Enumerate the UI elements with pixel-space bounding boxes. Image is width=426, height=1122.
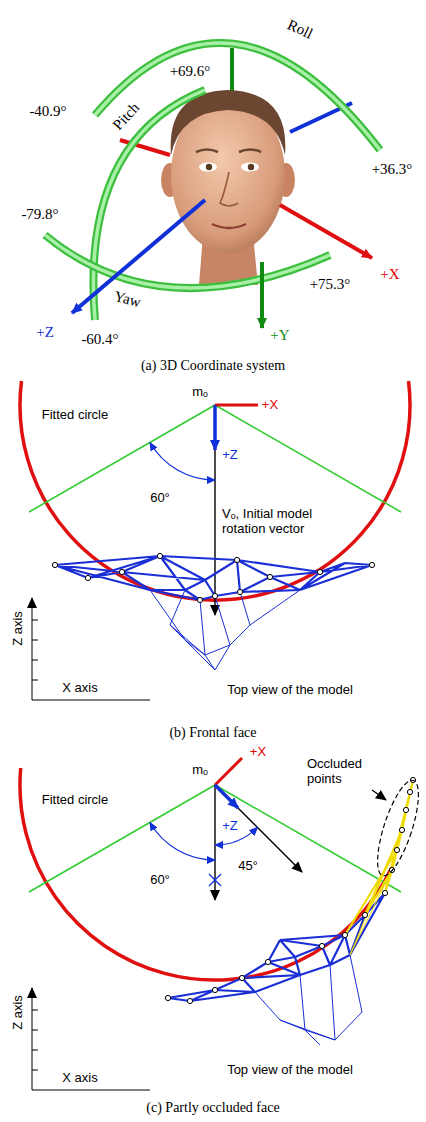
- origin-label: mₒ: [192, 763, 208, 778]
- rotation-name: Yaw: [112, 288, 142, 312]
- head-axes: [72, 200, 372, 328]
- angle-limit: -79.8°: [21, 206, 58, 223]
- subfigure-caption: (a) 3D Coordinate system: [141, 358, 285, 374]
- angle-label: 45°: [238, 859, 258, 874]
- vector-label: Vₒ, Initial model rotation vector: [222, 507, 357, 537]
- axis-label: X axis: [62, 1071, 97, 1086]
- angle-limit: +69.6°: [170, 63, 211, 80]
- occlusion-label: Occluded points: [307, 757, 383, 787]
- axis-label: +Y: [270, 327, 289, 344]
- angle-label: 60°: [150, 873, 170, 888]
- circle-label: Fitted circle: [42, 793, 108, 808]
- axis-label: Z axis: [11, 611, 26, 646]
- axis-label: X axis: [62, 681, 97, 696]
- rotation-arcs: [45, 43, 380, 320]
- view-label: Top view of the model: [227, 1063, 353, 1078]
- origin-label: mₒ: [192, 385, 208, 400]
- angle-limit: -40.9°: [29, 103, 66, 120]
- angle-label: 60°: [150, 491, 170, 506]
- rotation-name: Roll: [285, 17, 316, 44]
- circle-label: Fitted circle: [42, 408, 108, 423]
- frontal-top-view: [20, 381, 410, 700]
- view-label: Top view of the model: [227, 683, 353, 698]
- axis-label: +Z: [36, 324, 54, 341]
- angle-limit: +75.3°: [310, 276, 351, 293]
- axis-label: +X: [262, 398, 278, 413]
- axis-label: Z axis: [11, 995, 26, 1030]
- axis-label: +X: [380, 266, 399, 283]
- subfigure-caption: (c) Partly occluded face: [146, 1100, 279, 1116]
- axis-label: +X: [250, 745, 266, 760]
- angle-limit: +36.3°: [372, 161, 413, 178]
- subfigure-caption: (b) Frontal face: [169, 725, 256, 741]
- axis-label: +Z: [222, 448, 238, 463]
- rotation-name: Pitch: [109, 100, 143, 134]
- angle-limit: -60.4°: [81, 331, 118, 348]
- axis-label: +Z: [222, 819, 238, 834]
- occluded-top-view: [20, 758, 426, 1090]
